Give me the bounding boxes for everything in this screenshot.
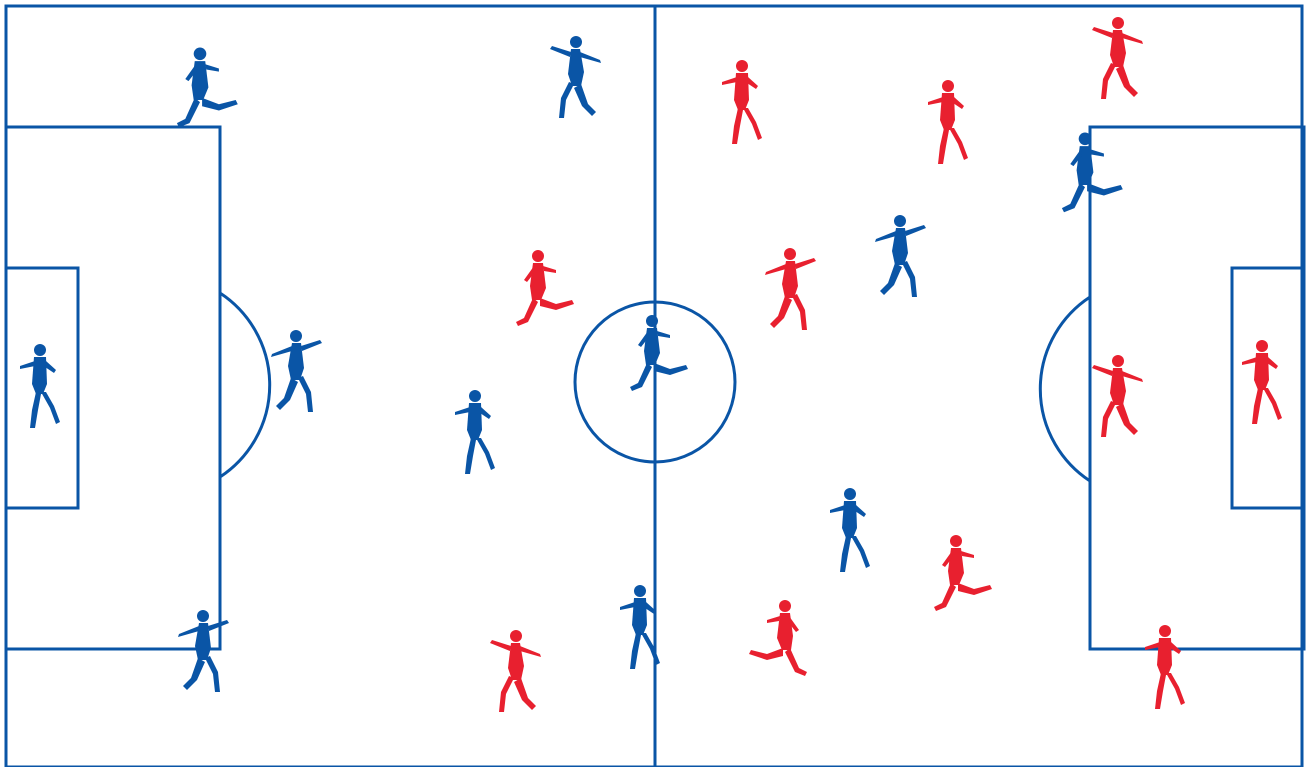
red-player xyxy=(928,80,968,164)
right-penalty-arc xyxy=(1040,297,1090,481)
blue-player xyxy=(455,390,495,474)
blue-player xyxy=(177,48,238,128)
red-player xyxy=(934,535,992,611)
blue-player xyxy=(550,36,601,118)
blue-player xyxy=(830,488,870,572)
blue-player xyxy=(1062,133,1123,213)
blue-player xyxy=(630,315,688,391)
red-player xyxy=(765,248,816,330)
red-player xyxy=(490,630,541,712)
red-player xyxy=(1242,340,1282,424)
red-player xyxy=(1092,17,1143,99)
red-player xyxy=(1145,625,1185,709)
red-player xyxy=(749,600,807,676)
left-penalty-arc xyxy=(220,293,270,477)
red-player xyxy=(722,60,762,144)
red-team xyxy=(490,17,1282,712)
blue-player xyxy=(178,610,229,692)
blue-player xyxy=(20,344,60,428)
blue-player xyxy=(875,215,926,297)
blue-player xyxy=(271,330,322,412)
red-player xyxy=(516,250,574,326)
red-player xyxy=(1092,355,1143,437)
